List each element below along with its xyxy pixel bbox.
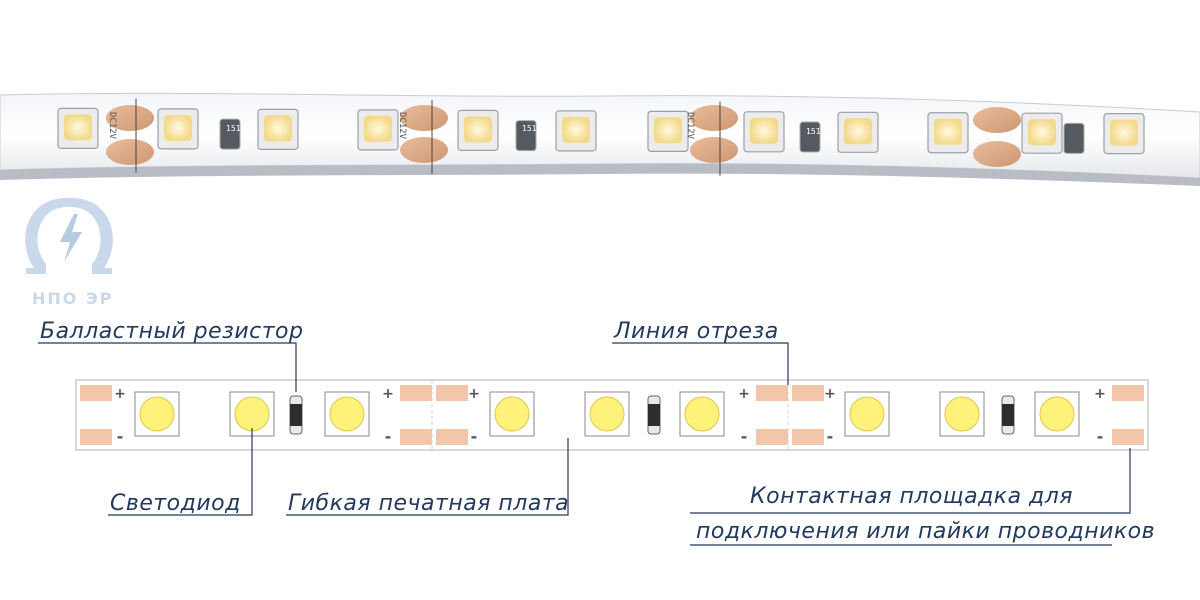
- photo-led-lens: [654, 117, 682, 144]
- label-resistor: Балластный резистор: [40, 319, 303, 344]
- photo-copper-pad: [690, 105, 738, 131]
- contact-pad: [436, 429, 468, 445]
- photo-copper-pad: [106, 105, 154, 131]
- photo-copper-pad: [973, 107, 1021, 133]
- resistor-core: [648, 404, 660, 426]
- minus-sign: -: [117, 427, 124, 446]
- contact-pad: [1112, 385, 1144, 401]
- photo-resistor: [515, 120, 537, 152]
- label-cut-line: Линия отреза: [613, 319, 779, 344]
- photo-marking-text: DC12V: [685, 112, 695, 140]
- minus-sign: -: [741, 427, 748, 446]
- plus-sign: +: [824, 386, 836, 402]
- photo-led-lens: [364, 115, 392, 142]
- contact-pad: [400, 429, 432, 445]
- photo-led-lens: [64, 114, 92, 141]
- led-diode: [944, 396, 980, 432]
- photo-resistor-code: 151: [226, 124, 241, 133]
- photo-led-lens: [464, 116, 492, 143]
- contact-pad: [400, 385, 432, 401]
- led-diode: [234, 396, 270, 432]
- plus-sign: +: [382, 386, 394, 402]
- logo-text: НПО ЭР: [32, 289, 113, 308]
- minus-sign: -: [1097, 427, 1104, 446]
- leader-pad: [690, 448, 1131, 514]
- schematic-strip: + - + - + - + - + - + -: [75, 379, 1149, 451]
- photo-copper-pad: [973, 141, 1021, 167]
- led-diode: [849, 396, 885, 432]
- photo-led-lens: [264, 115, 292, 142]
- plus-sign: +: [114, 386, 126, 402]
- photo-copper-pad: [400, 105, 448, 131]
- leader-resistor: [38, 342, 297, 392]
- photo-copper-pad: [106, 139, 154, 165]
- contact-pad: [792, 429, 824, 445]
- plus-sign: +: [1094, 386, 1106, 402]
- led-diode: [139, 396, 175, 432]
- led-diode: [1039, 396, 1075, 432]
- leader-cut-line: [612, 342, 789, 385]
- contact-pad: [756, 385, 788, 401]
- contact-pad: [756, 429, 788, 445]
- photo-resistor: [799, 121, 821, 153]
- photo-led-lens: [934, 118, 962, 145]
- photo-copper-pad: [690, 137, 738, 163]
- photo-led-strip: DC12V DC12V DC12V 151 151 151: [0, 92, 1200, 186]
- minus-sign: -: [385, 427, 392, 446]
- leader-lines: [38, 342, 1131, 546]
- company-logo: [25, 197, 113, 274]
- contact-pad: [80, 385, 112, 401]
- photo-marking-text: DC12V: [397, 112, 407, 140]
- led-diode: [494, 396, 530, 432]
- plus-sign: +: [468, 386, 480, 402]
- led-diode: [684, 396, 720, 432]
- contact-pad: [80, 429, 112, 445]
- photo-resistor: [219, 118, 241, 150]
- photo-led-lens: [562, 116, 590, 143]
- photo-led-lens: [1110, 119, 1138, 146]
- minus-sign: -: [827, 427, 834, 446]
- contact-pad: [436, 385, 468, 401]
- plus-sign: +: [738, 386, 750, 402]
- photo-led-lens: [844, 118, 872, 145]
- photo-resistor: [1063, 122, 1085, 154]
- photo-resistor-code: 151: [522, 124, 537, 133]
- leader-pcb: [286, 438, 569, 516]
- led-diode: [329, 396, 365, 432]
- label-pad-line1: Контактная площадка для: [750, 484, 1073, 509]
- label-pcb: Гибкая печатная плата: [288, 491, 569, 516]
- contact-pad: [1112, 429, 1144, 445]
- label-pad-line2: подключения или пайки проводников: [696, 519, 1155, 544]
- photo-resistor-code: 151: [806, 127, 821, 136]
- contact-pad: [792, 385, 824, 401]
- photo-led-lens: [1028, 119, 1056, 146]
- resistor-core: [1002, 404, 1014, 426]
- lightning-icon: [60, 214, 82, 262]
- photo-copper-pad: [400, 137, 448, 163]
- minus-sign: -: [471, 427, 478, 446]
- label-led: Светодиод: [110, 491, 241, 516]
- photo-marking-text: DC12V: [107, 112, 117, 140]
- photo-led-lens: [750, 117, 778, 144]
- resistor-core: [290, 404, 302, 426]
- leader-led: [108, 428, 253, 516]
- led-diode: [589, 396, 625, 432]
- photo-led-lens: [164, 114, 192, 141]
